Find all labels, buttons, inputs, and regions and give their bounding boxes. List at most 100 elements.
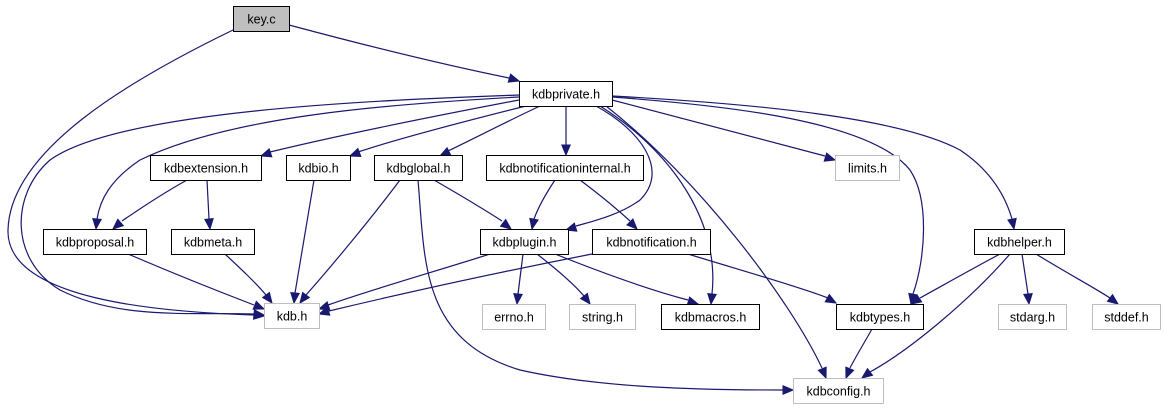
node-kdb-h[interactable]: kdb.h: [264, 303, 320, 329]
edge-kdbplugin-h-to-kdb-h: [317, 253, 491, 311]
edge-kdbglobal-h-to-kdb-h: [299, 179, 401, 305]
edge-kdbplugin-h-to-errno-h: [513, 253, 524, 306]
edge-kdbprivate-h-to-kdbglobal-h: [438, 105, 541, 157]
arrowhead-icon: [438, 146, 452, 157]
edge-kdbextension-h-to-kdbproposal-h: [112, 179, 188, 230]
edges-layer: [7, 24, 1120, 395]
edge-line: [328, 253, 593, 312]
edge-line: [599, 105, 714, 295]
node-label: kdbprivate.h: [532, 88, 600, 102]
arrowhead-icon: [845, 366, 855, 380]
arrowhead-icon: [252, 300, 266, 310]
edge-line: [611, 96, 925, 295]
edge-kdbglobal-h-to-kdbconfig-h: [417, 179, 795, 395]
edge-line: [327, 253, 491, 306]
edge-kdbnotification-h-to-kdb-h: [317, 253, 593, 316]
node-box: [264, 303, 320, 329]
edge-kdbprivate-h-to-kdbio-h: [348, 105, 527, 157]
node-kdbio-h[interactable]: kdbio.h: [286, 155, 351, 181]
node-box: [661, 304, 760, 330]
node-kdbhelper-h[interactable]: kdbhelper.h: [974, 229, 1065, 255]
node-label: limits.h: [848, 162, 887, 176]
edge-line: [1021, 253, 1029, 295]
node-label: stdarg.h: [1010, 311, 1055, 325]
edge-kdbhelper-h-to-kdbconfig-h: [860, 253, 1011, 379]
arrowhead-icon: [686, 296, 700, 306]
node-box: [480, 229, 569, 255]
node-label: kdbglobal.h: [387, 162, 451, 176]
node-kdbtypes-h[interactable]: kdbtypes.h: [836, 304, 924, 330]
node-label: kdbnotificationinternal.h: [499, 162, 630, 176]
edge-kdbio-h-to-kdb-h: [290, 179, 315, 305]
edge-kdbprivate-h-to-kdbnotificationinternal-h: [561, 106, 571, 157]
arrowhead-icon: [529, 217, 539, 231]
edge-line: [554, 253, 689, 301]
node-label: kdbtypes.h: [850, 311, 911, 325]
node-box: [836, 304, 924, 330]
node-string-h[interactable]: string.h: [569, 304, 636, 330]
node-kdbplugin-h[interactable]: kdbplugin.h: [480, 229, 569, 255]
edge-line: [433, 179, 503, 222]
node-label: string.h: [582, 311, 623, 325]
edge-line: [611, 99, 826, 157]
edge-line: [288, 24, 510, 79]
node-box: [592, 229, 711, 255]
arrowhead-icon: [204, 218, 214, 231]
edge-line: [533, 179, 556, 220]
node-kdbextension-h[interactable]: kdbextension.h: [150, 155, 262, 181]
node-key-c[interactable]: key.c: [233, 6, 290, 32]
arrowhead-icon: [261, 291, 273, 305]
node-box: [150, 155, 262, 181]
node-kdbproposal-h[interactable]: kdbproposal.h: [43, 229, 147, 255]
node-box: [43, 229, 147, 255]
node-label: kdbextension.h: [164, 162, 248, 176]
node-label: errno.h: [494, 311, 534, 325]
node-kdbmeta-h[interactable]: kdbmeta.h: [171, 229, 255, 255]
arrowhead-icon: [299, 291, 311, 305]
node-kdbconfig-h[interactable]: kdbconfig.h: [793, 378, 884, 404]
node-box: [374, 155, 463, 181]
edge-kdbprivate-h-to-limits-h: [611, 99, 837, 162]
node-stdarg-h[interactable]: stdarg.h: [998, 304, 1067, 330]
node-label: kdb.h: [277, 310, 308, 324]
arrowhead-icon: [626, 218, 638, 230]
node-box: [569, 304, 636, 330]
node-kdbnotificationinternal-h[interactable]: kdbnotificationinternal.h: [486, 155, 644, 181]
edge-key-c-to-kdbprivate-h: [288, 24, 521, 83]
edge-kdbhelper-h-to-kdbtypes-h: [909, 253, 1001, 305]
edge-kdbplugin-h-to-string-h: [536, 253, 591, 306]
edge-kdbglobal-h-to-kdbplugin-h: [433, 179, 513, 230]
node-errno-h[interactable]: errno.h: [482, 304, 546, 330]
edge-kdbprivate-h-to-kdbmacros-h: [599, 105, 717, 306]
node-kdbprivate-h[interactable]: kdbprivate.h: [519, 81, 613, 107]
node-label: kdbhelper.h: [987, 236, 1052, 250]
node-kdbglobal-h[interactable]: kdbglobal.h: [374, 155, 463, 181]
node-stddef-h[interactable]: stddef.h: [1092, 304, 1161, 330]
node-label: kdbmacros.h: [675, 311, 747, 325]
arrowhead-icon: [259, 147, 273, 158]
edge-line: [121, 179, 188, 222]
arrowhead-icon: [782, 385, 795, 395]
node-box: [482, 304, 546, 330]
edge-line: [206, 179, 210, 220]
edge-line: [417, 179, 784, 391]
node-box: [793, 378, 884, 404]
edge-kdbprivate-h-to-kdbtypes-h: [611, 96, 925, 306]
edge-kdbtypes-h-to-kdbconfig-h: [845, 328, 873, 380]
edge-kdbprivate-h-to-kdbhelper-h: [611, 95, 1017, 231]
node-kdbmacros-h[interactable]: kdbmacros.h: [661, 304, 760, 330]
node-label: kdbconfig.h: [807, 385, 871, 399]
arrowhead-icon: [909, 294, 923, 305]
edge-line: [447, 105, 541, 152]
node-limits-h[interactable]: limits.h: [835, 155, 900, 181]
nodes-layer: key.c kdbprivate.h kdbextension.h kdbio.h kd…: [43, 6, 1161, 404]
edge-line: [7, 29, 255, 316]
node-kdbnotification-h[interactable]: kdbnotification.h: [592, 229, 711, 255]
arrowhead-icon: [507, 73, 521, 83]
edge-line: [517, 253, 524, 295]
edge-line: [575, 105, 653, 227]
arrowhead-icon: [707, 293, 717, 306]
edge-kdbnotificationinternal-h-to-kdbplugin-h: [529, 179, 556, 231]
arrowhead-icon: [860, 367, 874, 379]
